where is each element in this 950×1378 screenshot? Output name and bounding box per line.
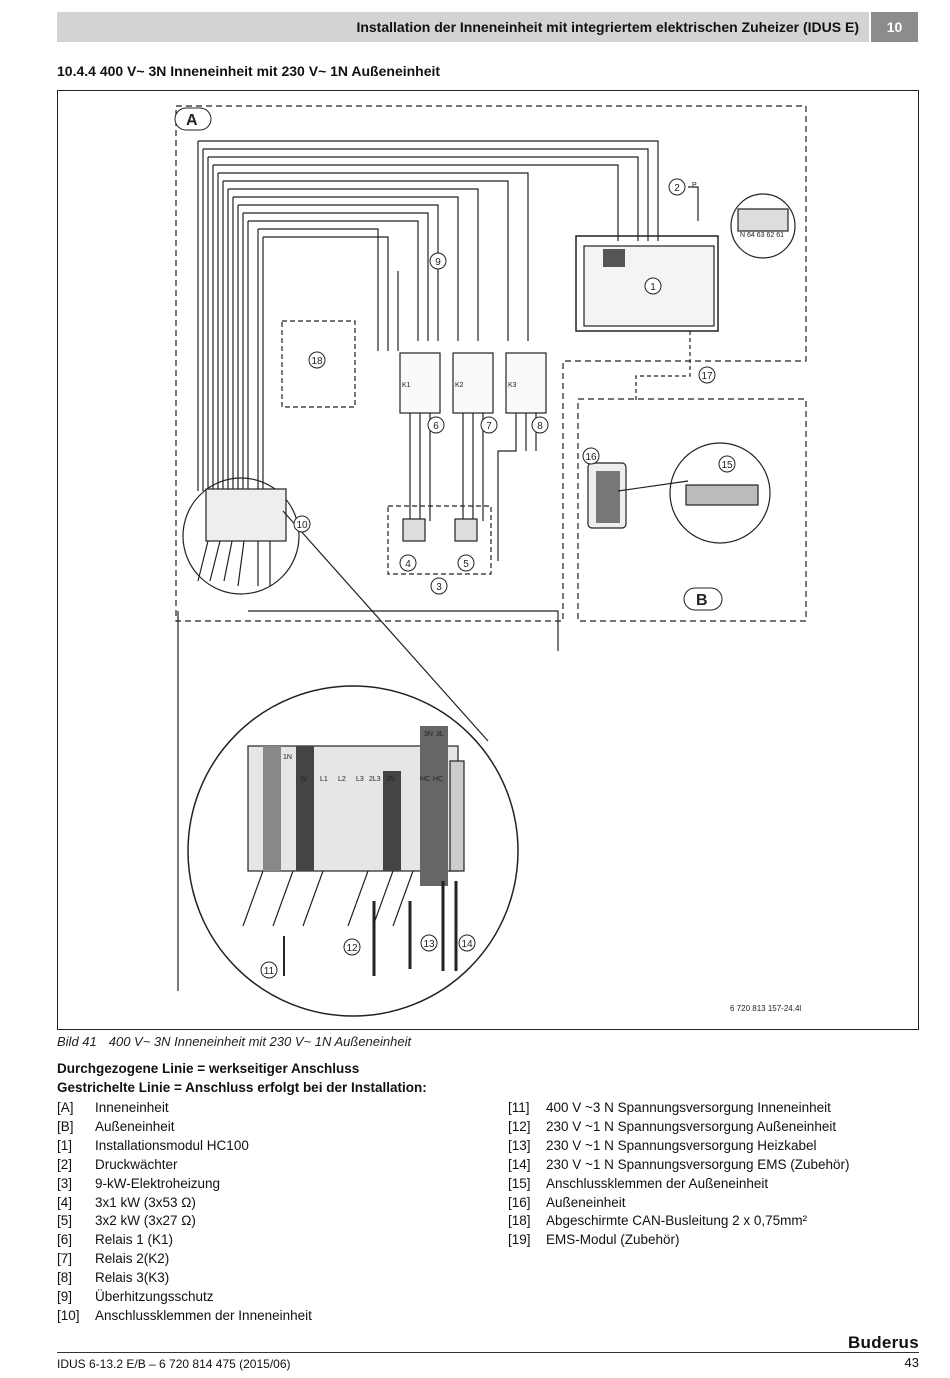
svg-text:14: 14 — [461, 939, 473, 950]
wiring-diagram: A B 1 2 3 4 5 6 7 8 9 10 11 12 13 14 15 … — [57, 90, 919, 1030]
callout-13: 13 — [420, 934, 438, 952]
legend-item: [2]Druckwächter — [57, 1156, 178, 1172]
terminal-2l3: 2L3 — [369, 776, 381, 783]
header-title: Installation der Inneneinheit mit integr… — [57, 12, 869, 42]
terminal-3l: 3L — [436, 731, 444, 738]
legend-item: [8]Relais 3(K3) — [57, 1270, 170, 1286]
svg-text:5: 5 — [463, 559, 469, 570]
svg-text:1: 1 — [650, 282, 656, 293]
svg-text:13: 13 — [423, 939, 435, 950]
svg-text:3: 3 — [436, 582, 442, 593]
figure-code: 6 720 813 157-24.4l — [730, 1004, 801, 1013]
callout-11: 11 — [260, 961, 278, 979]
footer-doc-id: IDUS 6-13.2 E/B – 6 720 814 475 (2015/06… — [57, 1357, 291, 1371]
zone-b-label: B — [696, 592, 708, 609]
caption-number: Bild 41 — [57, 1034, 97, 1049]
legend-item: [16]Außeneinheit — [508, 1194, 626, 1210]
terminal-l1: L1 — [320, 776, 328, 783]
zone-a-label: A — [186, 112, 198, 129]
svg-text:18: 18 — [311, 356, 323, 367]
legend-item: [19]EMS-Modul (Zubehör) — [508, 1232, 680, 1248]
legend-item: [B]Außeneinheit — [57, 1118, 175, 1134]
legend-dashed-note: Gestrichelte Linie = Anschluss erfolgt b… — [57, 1080, 427, 1095]
terminal-hc-2: HC — [433, 776, 443, 783]
legend-right: [11]400 V ~3 N Spannungsversorgung Innen… — [508, 1099, 850, 1250]
legend-item: [A]Inneneinheit — [57, 1100, 169, 1115]
svg-text:10: 10 — [296, 520, 308, 531]
legend-item: [14]230 V ~1 N Spannungsversorgung EMS (… — [508, 1156, 850, 1172]
callout-2: 2 — [668, 178, 686, 196]
brand-logo: Buderus — [847, 1333, 919, 1352]
callout-9: 9 — [429, 252, 447, 270]
terminal-n: N — [301, 776, 306, 783]
svg-text:12: 12 — [346, 943, 358, 954]
callout-4: 4 — [399, 554, 417, 572]
legend-item: [1]Installationsmodul HC100 — [57, 1137, 249, 1153]
terminal-2n: 2N — [386, 776, 395, 783]
callout-17: 17 — [698, 366, 716, 384]
callout-1: 1 — [644, 277, 662, 295]
svg-text:17: 17 — [701, 371, 713, 382]
footer-divider — [57, 1352, 919, 1353]
ems-module-box — [281, 320, 356, 408]
svg-text:9: 9 — [435, 257, 441, 268]
figure-caption: Bild 41 400 V~ 3N Inneneinheit mit 230 V~… — [57, 1034, 411, 1049]
terminal-l2: L2 — [338, 776, 346, 783]
legend-item: [15]Anschlussklemmen der Außeneinheit — [508, 1175, 769, 1191]
relay-label-k3: K3 — [508, 382, 517, 389]
legend-item: [3]9-kW-Elektroheizung — [57, 1175, 221, 1191]
terminal-3n: 3N — [424, 731, 433, 738]
callout-16: 16 — [582, 447, 600, 465]
zone-a-boundary — [175, 105, 807, 622]
legend-item: [18]Abgeschirmte CAN-Busleitung 2 x 0,75… — [508, 1213, 808, 1229]
heater-box — [387, 505, 492, 575]
svg-text:7: 7 — [486, 421, 492, 432]
legend-item: [5]3x2 kW (3x27 Ω) — [57, 1213, 196, 1229]
relay-label-k2: K2 — [455, 382, 464, 389]
legend-item: [7]Relais 2(K2) — [57, 1251, 170, 1267]
wiring-diagram-svg: A B 1 2 3 4 5 6 7 8 9 10 11 12 13 14 15 … — [174, 105, 807, 1017]
callout-18: 18 — [308, 351, 326, 369]
svg-text:4: 4 — [405, 559, 411, 570]
pressure-switch-label: P — [692, 182, 697, 189]
legend-solid-note: Durchgezogene Linie = werkseitiger Ansch… — [57, 1061, 360, 1076]
section-title: 10.4.4 400 V~ 3N Inneneinheit mit 230 V~… — [57, 63, 441, 79]
callout-5: 5 — [457, 554, 475, 572]
hc100-module — [575, 235, 719, 332]
legend-item: [12]230 V ~1 N Spannungsversorgung Außen… — [508, 1118, 837, 1134]
page-number: 43 — [904, 1355, 919, 1370]
svg-text:8: 8 — [537, 421, 543, 432]
svg-text:15: 15 — [721, 460, 733, 471]
svg-text:11: 11 — [264, 966, 275, 977]
svg-text:6: 6 — [433, 421, 439, 432]
callout-10: 10 — [293, 515, 311, 533]
terminal-detail-circle-15 — [669, 442, 771, 544]
legend-item: [11]400 V ~3 N Spannungsversorgung Innen… — [508, 1100, 831, 1115]
callout-3: 3 — [430, 577, 448, 595]
callout-12: 12 — [343, 938, 361, 956]
svg-text:2: 2 — [674, 183, 680, 194]
legend-item: [13]230 V ~1 N Spannungsversorgung Heizk… — [508, 1137, 817, 1153]
zone-b-boundary — [577, 398, 807, 622]
legend-item: [4]3x1 kW (3x53 Ω) — [57, 1194, 196, 1210]
callout-15: 15 — [718, 455, 736, 473]
legend-item: [9]Überhitzungsschutz — [57, 1289, 214, 1305]
terminal-hc-1: HC — [420, 776, 430, 783]
terminal-l3: L3 — [356, 776, 364, 783]
callout-8: 8 — [531, 416, 549, 434]
callout-6: 6 — [427, 416, 445, 434]
chapter-number: 10 — [871, 12, 918, 42]
terminal-1n: 1N — [283, 754, 292, 761]
legend-item: [10]Anschlussklemmen der Inneneinheit — [57, 1307, 312, 1323]
terminal-detail-circle — [187, 685, 519, 1017]
callout-7: 7 — [480, 416, 498, 434]
relay-label-k1: K1 — [402, 382, 411, 389]
caption-text: 400 V~ 3N Inneneinheit mit 230 V~ 1N Auß… — [108, 1034, 412, 1049]
callout-14: 14 — [458, 934, 476, 952]
legend-left: [A]Inneneinheit [B]Außeneinheit [1]Insta… — [57, 1099, 312, 1326]
relay-k3 — [505, 352, 547, 414]
legend-item: [6]Relais 1 (K1) — [57, 1232, 174, 1248]
svg-text:16: 16 — [585, 452, 597, 463]
module-terminal-label: N 64 63 62 61 — [740, 232, 784, 239]
